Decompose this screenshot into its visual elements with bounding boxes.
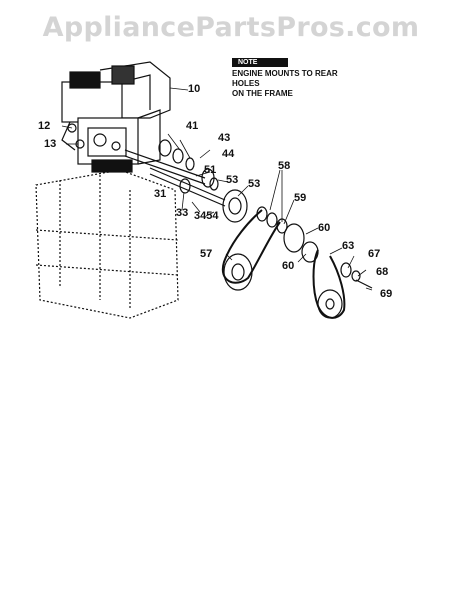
belt-63 xyxy=(312,249,346,319)
callout-60-b: 60 xyxy=(282,260,295,272)
note-heading: NOTE xyxy=(232,58,288,67)
note-box: NOTE ENGINE MOUNTS TO REAR HOLES ON THE … xyxy=(232,58,352,99)
callout-58: 58 xyxy=(278,160,291,172)
note-text-line1: ENGINE MOUNTS TO REAR HOLES xyxy=(232,69,338,88)
callout-10: 10 xyxy=(188,83,201,95)
callout-68: 68 xyxy=(376,266,389,278)
callout-31: 31 xyxy=(154,188,167,200)
callout-57: 57 xyxy=(200,248,213,260)
engine-assembly xyxy=(61,61,171,173)
callout-59: 59 xyxy=(294,192,307,204)
callout-51: 51 xyxy=(204,164,217,176)
callout-33: 33 xyxy=(176,207,189,219)
callout-60-a: 60 xyxy=(318,222,331,234)
callout-67: 67 xyxy=(368,248,381,260)
callout-44: 44 xyxy=(222,148,235,160)
note-text-line2: ON THE FRAME xyxy=(232,89,293,98)
belt-57 xyxy=(221,209,281,291)
callout-43: 43 xyxy=(218,132,231,144)
callout-69: 69 xyxy=(380,288,393,300)
callout-3454: 3454 xyxy=(194,210,219,222)
callout-63: 63 xyxy=(342,240,355,252)
callout-53-a: 53 xyxy=(226,174,239,186)
note-text: ENGINE MOUNTS TO REAR HOLES ON THE FRAME xyxy=(232,69,352,99)
callout-53-b: 53 xyxy=(248,178,261,190)
drive-shafts xyxy=(124,139,248,223)
watermark-text: AppliancePartsPros.com xyxy=(42,12,420,43)
callout-13: 13 xyxy=(44,138,57,150)
callout-41: 41 xyxy=(186,120,199,132)
callout-12: 12 xyxy=(38,120,51,132)
leader-lines xyxy=(61,87,373,291)
